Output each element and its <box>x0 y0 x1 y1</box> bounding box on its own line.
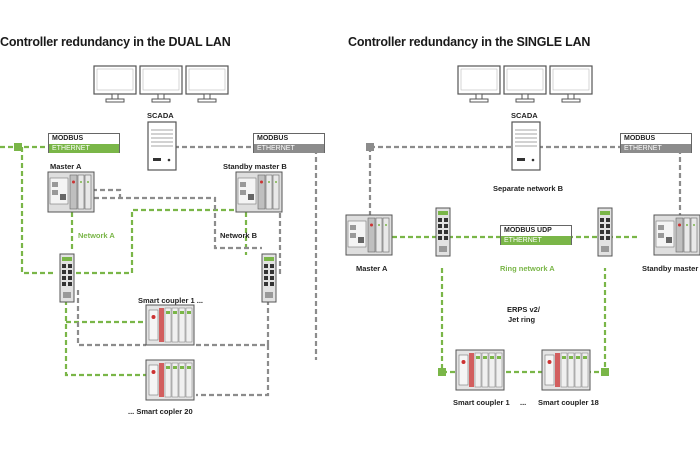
left-master-a-label: Master A <box>50 162 82 171</box>
monitor-icon <box>549 65 593 103</box>
left-network-a-label: Network A <box>78 231 115 240</box>
right-standby-label: Standby master B <box>642 264 700 273</box>
controller-master-a-icon <box>345 214 393 256</box>
tag-top: MODBUS <box>52 135 84 142</box>
monitor-icon <box>139 65 183 103</box>
network-b-line <box>150 145 318 360</box>
switch-b-icon <box>261 253 277 303</box>
right-scada-label: SCADA <box>511 111 538 120</box>
left-modbus-tag-a: MODBUS ETHERNET <box>48 133 120 153</box>
controller-standby-b-icon <box>653 214 700 256</box>
controller-standby-b-icon <box>235 171 283 213</box>
monitor-icon <box>503 65 547 103</box>
right-title: Controller redundancy in the SINGLE LAN <box>348 35 591 49</box>
tag-top: MODBUS <box>624 135 656 142</box>
left-title: Controller redundancy in the DUAL LAN <box>0 35 231 49</box>
right-ring-network-label: Ring network A <box>500 264 555 273</box>
right-master-a-label: Master A <box>356 264 388 273</box>
left-diagram <box>0 65 318 401</box>
right-coupler-18-label: Smart coupler 18 <box>538 398 599 407</box>
switch-1-icon <box>435 207 451 257</box>
tag-bottom: ETHERNET <box>621 144 691 153</box>
smart-coupler-1-icon <box>145 304 195 346</box>
right-modbus-udp-tag: MODBUS UDP ETHERNET <box>500 225 572 245</box>
right-erps-label-1: ERPS v2/ <box>507 305 540 314</box>
right-erps-label-2: Jet ring <box>508 315 536 324</box>
right-separate-network-label: Separate network B <box>493 184 564 193</box>
separate-network-b-line <box>368 145 682 215</box>
left-coupler-20-label: ... Smart copler 20 <box>128 407 193 416</box>
switch-a-icon <box>59 253 75 303</box>
monitor-icon <box>93 65 137 103</box>
monitor-icon <box>185 65 229 103</box>
server-icon <box>147 121 177 171</box>
smart-coupler-1-icon <box>455 349 505 391</box>
tag-bottom: ETHERNET <box>501 236 571 245</box>
server-icon <box>511 121 541 171</box>
left-coupler-1-label: Smart coupler 1 ... <box>138 296 204 305</box>
left-standby-label: Standby master B <box>223 162 287 171</box>
smart-coupler-20-icon <box>145 359 195 401</box>
tag-bottom: ETHERNET <box>254 144 324 153</box>
smart-coupler-18-icon <box>541 349 591 391</box>
left-scada-label: SCADA <box>147 111 174 120</box>
left-modbus-tag-b: MODBUS ETHERNET <box>253 133 325 153</box>
controller-master-a-icon <box>47 171 95 213</box>
tag-top: MODBUS UDP <box>504 227 552 234</box>
right-modbus-tag: MODBUS ETHERNET <box>620 133 692 153</box>
right-dots-label: ... <box>520 398 527 407</box>
right-coupler-1-label: Smart coupler 1 <box>453 398 510 407</box>
monitor-icon <box>457 65 501 103</box>
switch-2-icon <box>597 207 613 257</box>
tag-bottom: ETHERNET <box>49 144 119 153</box>
tag-top: MODBUS <box>257 135 289 142</box>
left-network-b-label: Network B <box>220 231 258 240</box>
